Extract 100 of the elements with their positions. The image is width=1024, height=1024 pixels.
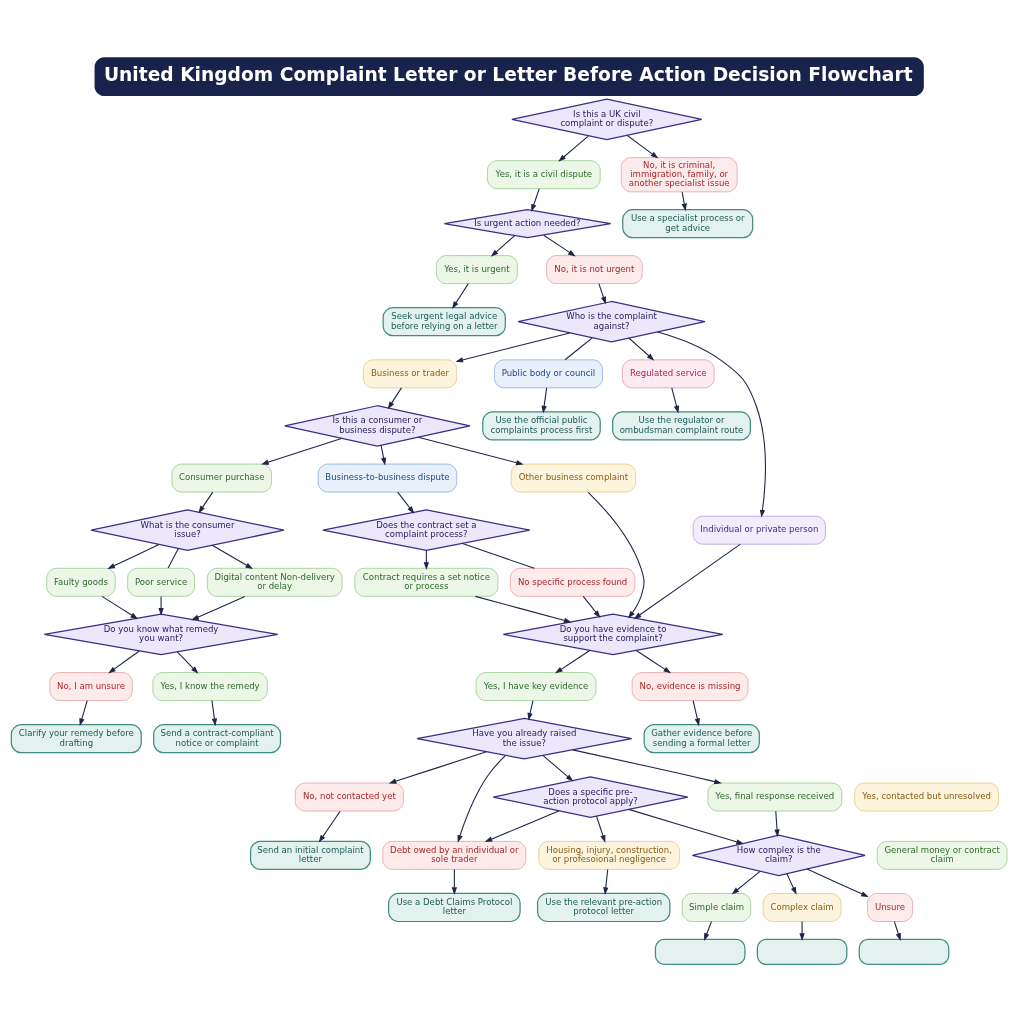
arrow [380,445,387,466]
node-box [756,938,848,965]
arrow [452,283,469,309]
arrow [457,755,506,843]
connector [167,548,179,569]
arrow [542,755,574,782]
connector [461,542,535,569]
arrow [558,135,589,162]
arrow [541,387,548,414]
arrow [598,283,606,305]
node-box: Use a specialist process or get advice [622,209,754,239]
arrow [198,491,214,514]
node-box [858,938,950,965]
node-box: Yes, it is urgent [436,255,518,284]
arrow [633,543,741,620]
node-box: No, I am unsure [49,672,133,701]
diagram-title: United Kingdom Complaint Letter or Letter Before Action Decision Flowchart [103,63,913,85]
arrow [79,700,88,727]
arrow [191,595,246,621]
arrow [806,868,869,898]
arrow [490,235,516,257]
arrow [543,234,576,257]
arrow [582,595,601,618]
node-box: Simple claim [681,893,752,922]
connector [564,337,593,361]
arrow [587,491,645,619]
arrow [455,332,571,363]
node-box: Contract requires a set notice or process [354,567,499,597]
arrow [176,651,199,674]
node-box: Unsure [867,893,913,922]
node-box: General money or contract claim [876,841,1008,870]
arrow [626,134,659,159]
node-box: Use the official public complaints process first [482,411,601,441]
arrow [158,595,164,616]
arrow [692,700,700,727]
node-diamond: Is this a consumer or business dispute? [284,405,471,447]
node-box [654,938,746,965]
node-diamond: Is this a UK civil complaint or dispute? [511,98,703,141]
node-diamond: What is the consumer issue? [90,509,285,552]
node-box: Clarify your remedy before drafting [10,724,142,754]
node-box: Complex claim [762,893,842,922]
arrow [731,870,761,895]
arrow [635,650,672,674]
node-diamond: Who is the complaint against? [517,300,706,343]
arrow [531,188,540,212]
arrow [786,873,797,895]
arrow [417,436,524,466]
arrow [211,700,218,727]
arrow [261,437,342,465]
arrow [628,337,655,361]
arrow [211,544,254,570]
node-box: Business or trader [362,359,458,389]
arrow [657,331,766,518]
arrow [527,700,534,721]
node-box: Regulated service [622,359,715,389]
node-box: Send an initial complaint letter [249,840,371,870]
node-box: Individual or private person [692,515,826,545]
node-box: Digital content Non-delivery or delay [206,567,343,597]
node-box: No, it is not urgent [546,255,643,284]
arrow [603,868,609,895]
node-box: No specific process found [510,567,636,597]
node-box: Yes, I have key evidence [475,672,597,701]
node-box: No, it is criminal, immigration, family, or another specialist issue [620,157,738,193]
arrow [572,749,722,785]
arrow [704,921,712,941]
node-box: Public body or council [494,359,603,389]
arrow [318,810,341,843]
arrow [107,544,160,569]
arrow [774,810,780,838]
arrow [108,650,140,674]
node-box: Yes, I know the remedy [152,672,268,701]
arrow [474,595,572,624]
node-box: Faulty goods [46,567,116,597]
arrow [628,808,744,845]
node-box: Business-to-business dispute [317,463,458,493]
arrow [397,491,415,514]
arrow [799,921,805,941]
arrow [388,751,487,784]
node-box: No, not contacted yet [294,782,404,812]
node-box: Other business complaint [510,463,636,493]
node-box: Use the relevant pre-action protocol letter [536,892,671,923]
node-box: Use a Debt Claims Protocol letter [388,892,521,923]
node-box: Use the regulator or ombudsman complaint route [612,411,751,441]
arrow [387,387,402,410]
node-box: Debt owed by an individual or sole trader [382,841,527,870]
arrow [101,595,139,620]
node-diamond: Does the contract set a complaint process? [322,509,531,552]
node-box: Consumer purchase [171,463,272,493]
node-box: Send a contract-compliant notice or complaint [153,724,282,754]
node-diamond: Is urgent action needed? [443,209,612,239]
node-box: Poor service [127,567,195,597]
node-box: Yes, final response received [707,782,843,812]
arrow [681,191,687,212]
node-box: No, evidence is missing [631,672,749,701]
arrow [484,810,560,842]
node-box: Gather evidence before sending a formal letter [643,724,760,754]
node-box: Seek urgent legal advice before relying on a letter [382,307,506,337]
node-diamond: Have you already raised the issue? [416,717,633,760]
arrow [555,650,591,674]
arrow [451,868,458,895]
